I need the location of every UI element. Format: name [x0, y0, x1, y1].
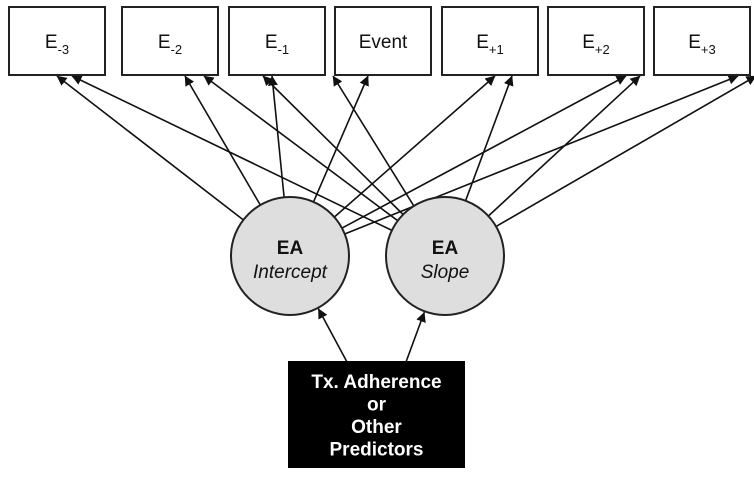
- observed-box-e_p1: E+1: [441, 6, 539, 76]
- arrow-slope-to-e_m1: [262, 75, 404, 216]
- observed-label-subscript: +2: [595, 42, 610, 57]
- arrow-intercept-to-e_p3: [344, 74, 739, 235]
- arrow-slope-to-event: [332, 75, 415, 207]
- arrow-intercept-to-event: [312, 75, 369, 203]
- observed-label-base: E: [158, 32, 171, 53]
- observed-label-base: E: [582, 32, 595, 53]
- observed-label: E-1: [265, 32, 289, 57]
- arrow-slope-to-e_p1: [464, 75, 514, 201]
- observed-box-e_m1: E-1: [228, 6, 326, 76]
- observed-label: Event: [359, 32, 408, 53]
- observed-label-base: E: [476, 32, 489, 53]
- latent-subtitle: Slope: [421, 262, 470, 283]
- observed-label: E+2: [582, 32, 610, 57]
- observed-label-base: E: [265, 32, 278, 53]
- latent-name: EA: [432, 238, 459, 259]
- observed-label-base: E: [688, 32, 701, 53]
- predictor-line: Predictors: [330, 439, 424, 460]
- observed-label-subscript: -1: [278, 42, 290, 57]
- arrow-slope-to-e_m2: [203, 75, 399, 222]
- observed-label: E+3: [688, 32, 716, 57]
- observed-box-event: Event: [334, 6, 432, 76]
- predictor-line: or: [367, 394, 387, 415]
- arrow-predictor-to-intercept: [317, 308, 348, 363]
- observed-label-subscript: -2: [171, 42, 183, 57]
- observed-box-e_m3: E-3: [8, 6, 106, 76]
- observed-box-e_p2: E+2: [547, 6, 645, 76]
- arrow-intercept-to-e_m2: [184, 75, 261, 206]
- observed-label-subscript: +3: [701, 42, 716, 57]
- predictor-line: Other: [351, 417, 402, 438]
- path-arrows: [56, 74, 754, 363]
- arrow-slope-to-e_p2: [487, 75, 641, 217]
- observed-label-base: E: [45, 32, 58, 53]
- latent-subtitle: Intercept: [253, 262, 328, 283]
- latent-factor-intercept: EA Intercept: [230, 196, 350, 316]
- observed-label-subscript: +1: [489, 42, 504, 57]
- arrow-intercept-to-e_m3: [56, 75, 244, 221]
- observed-label-base: Event: [359, 32, 408, 53]
- observed-box-e_m2: E-2: [121, 6, 219, 76]
- latent-factor-slope: EA Slope: [385, 196, 505, 316]
- arrow-slope-to-e_p3: [495, 75, 754, 228]
- observed-label: E-2: [158, 32, 182, 57]
- latent-name: EA: [277, 238, 304, 259]
- arrow-predictor-to-slope: [405, 311, 426, 363]
- observed-box-e_p3: E+3: [653, 6, 751, 76]
- arrow-slope-to-e_m3: [71, 75, 393, 232]
- observed-label: E-3: [45, 32, 69, 57]
- observed-label-subscript: -3: [58, 42, 70, 57]
- observed-label: E+1: [476, 32, 504, 57]
- predictor-line: Tx. Adherence: [311, 372, 441, 393]
